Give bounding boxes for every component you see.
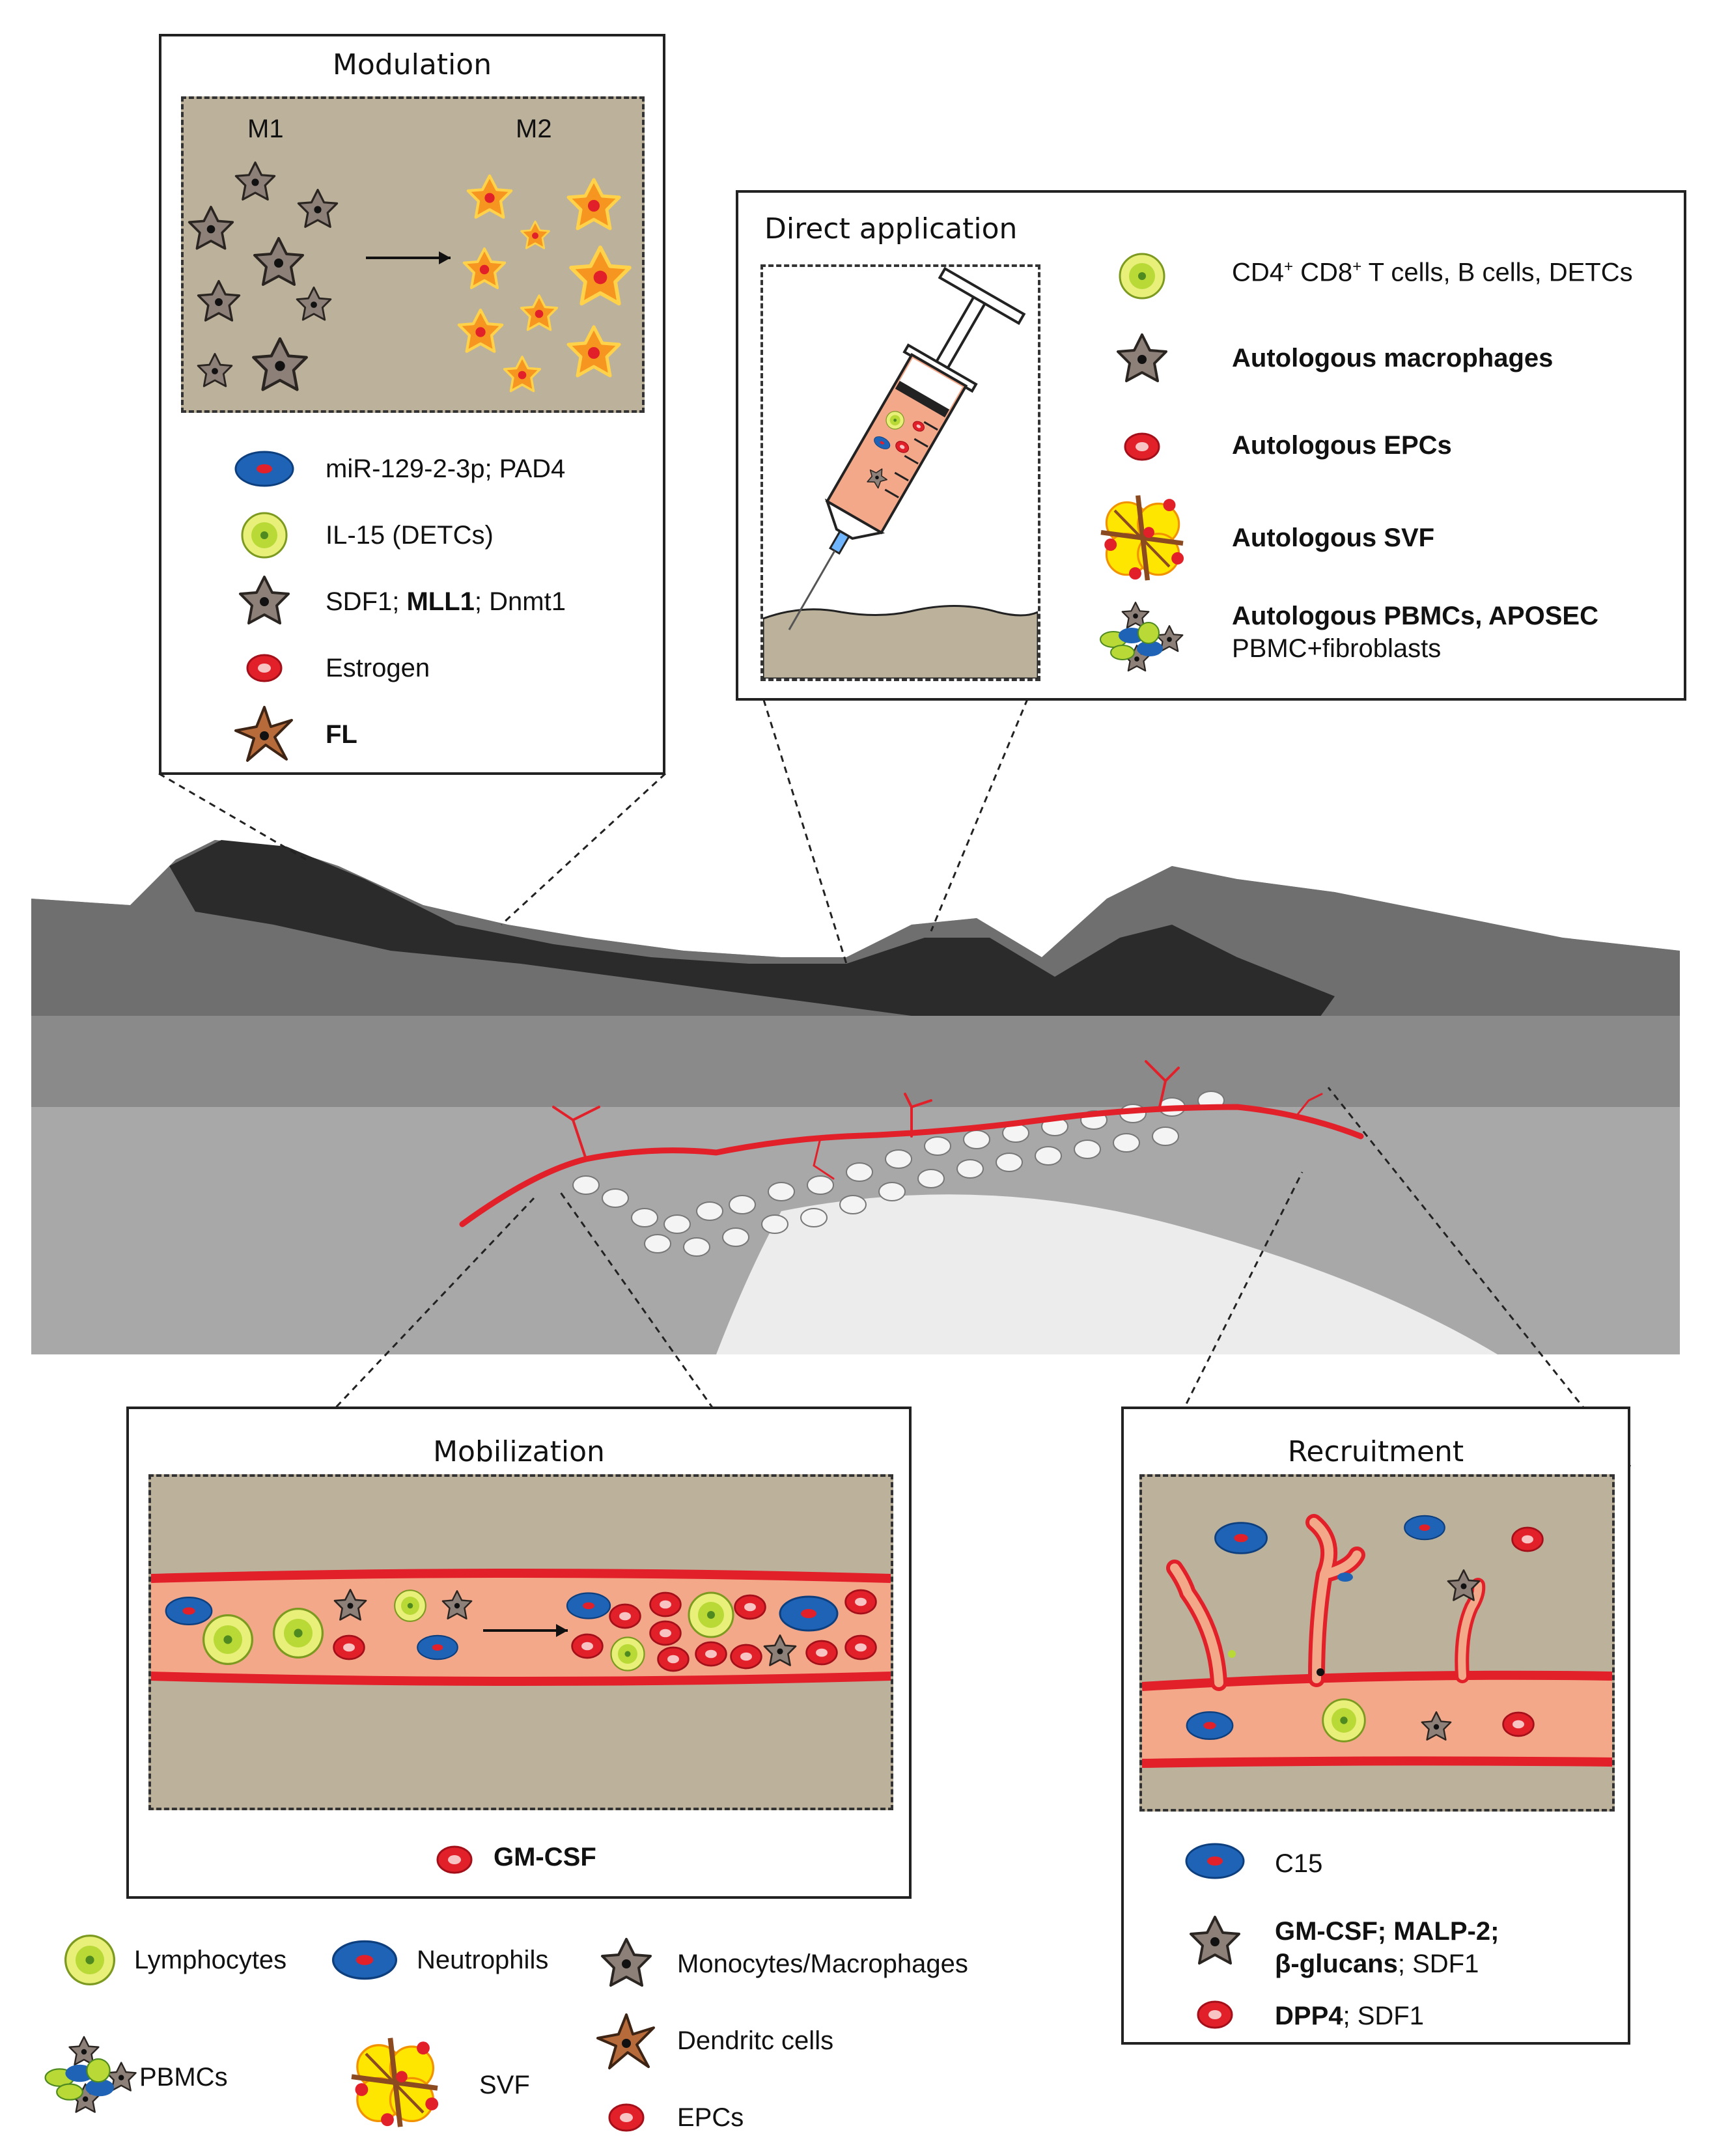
cd4-sup: + — [1284, 258, 1294, 275]
sdf1-text: ; SDF1 — [1397, 1950, 1479, 1978]
modulation-title: Modulation — [332, 48, 492, 81]
direct-item-2: Autologous macrophages — [1232, 344, 1554, 372]
epc-icon — [1197, 2000, 1233, 2029]
direct-item-5: Autologous PBMCs, APOSEC — [1232, 602, 1598, 630]
dendritic-cell-icon — [596, 2013, 655, 2069]
lymphocyte-icon — [241, 512, 288, 559]
modulation-inset: M1 M2 — [181, 96, 645, 413]
modulation-item-3: SDF1; MLL1; Dnmt1 — [326, 587, 566, 616]
legend-pbmcs: PBMCs — [139, 2063, 228, 2092]
legend-dendritic: Dendritc cells — [677, 2026, 834, 2055]
mobilization-title: Mobilization — [433, 1435, 605, 1468]
recruitment-inset — [1139, 1474, 1615, 1812]
mobilization-inset — [148, 1474, 893, 1810]
mobilization-vessel — [151, 1569, 891, 1686]
modulation-item-1: miR-129-2-3p; PAD4 — [326, 455, 566, 483]
epc-icon — [608, 2103, 645, 2132]
mll1-bold: MLL1 — [406, 587, 475, 616]
m2-label: M2 — [516, 115, 552, 143]
modulation-legend-icons — [234, 451, 294, 762]
m1-m2-cells — [188, 161, 642, 393]
dendritic-cell-icon — [234, 706, 293, 762]
beta-glucans-bold: β-glucans — [1275, 1950, 1398, 1978]
recruitment-item-3: DPP4; SDF1 — [1275, 2002, 1424, 2031]
cd4-text: CD4 — [1232, 258, 1285, 287]
modulation-item-2: IL-15 (DETCs) — [326, 521, 494, 550]
direct-application-title: Direct application — [764, 212, 1018, 245]
modulation-item-4: Estrogen — [326, 654, 430, 682]
sdf1-text-2: ; SDF1 — [1343, 2002, 1424, 2030]
lymphocyte-icon — [1119, 253, 1165, 300]
pbmc-icon — [1100, 602, 1182, 671]
macrophage-icon — [601, 1938, 652, 1987]
tissue-blood-vessel — [459, 1060, 1364, 1227]
macrophage-icon — [239, 576, 290, 624]
direct-app-legend-icons — [1070, 253, 1188, 688]
direct-application-panel: Direct application — [736, 190, 1686, 701]
svf-icon — [352, 2038, 438, 2127]
modulation-item-5: FL — [326, 720, 357, 749]
direct-item-1: CD4+ CD8+ T cells, B cells, DETCs — [1232, 258, 1633, 287]
neutrophil-icon — [331, 1940, 398, 1980]
pbmc-icon — [46, 2037, 136, 2112]
mobilization-item: GM-CSF — [494, 1843, 596, 1871]
legend-lymphocytes: Lymphocytes — [134, 1946, 287, 1974]
tcells-text: T cells, B cells, DETCs — [1361, 258, 1633, 287]
zoom-connector-lines — [158, 677, 1632, 1468]
recruitment-vessel — [1142, 1514, 1612, 1768]
epc-icon — [246, 654, 283, 682]
direct-item-4: Autologous SVF — [1232, 524, 1435, 552]
macrophage-icon — [1117, 333, 1167, 382]
modulation-panel: Modulation M1 M2 — [159, 34, 665, 775]
legend-monocytes: Monocytes/Macrophages — [677, 1950, 968, 1978]
mobilization-epc-icon — [436, 1845, 473, 1874]
direct-item-3: Autologous EPCs — [1232, 431, 1452, 460]
recruitment-item-2-line2: β-glucans; SDF1 — [1275, 1950, 1479, 1979]
recruitment-item-2-line1: GM-CSF; MALP-2; — [1275, 1917, 1499, 1946]
direct-item-5-sub: PBMC+fibroblasts — [1232, 634, 1442, 663]
legend-neutrophils: Neutrophils — [417, 1946, 549, 1974]
mobilization-panel: Mobilization — [126, 1407, 912, 1899]
legend-svf: SVF — [479, 2071, 530, 2099]
cd8-sup: + — [1352, 258, 1362, 275]
lymphocyte-icon — [64, 1934, 116, 1986]
syringe-inset — [760, 264, 1040, 681]
cd8-text: CD8 — [1293, 258, 1353, 287]
syringe-illustration — [763, 267, 1038, 679]
neutrophil-icon — [1185, 1843, 1245, 1879]
recruitment-item-1: C15 — [1275, 1849, 1323, 1878]
histology-tissue-band — [31, 840, 1680, 1354]
m1-label: M1 — [247, 115, 284, 143]
neutrophil-icon — [234, 451, 294, 487]
recruitment-title: Recruitment — [1287, 1435, 1464, 1468]
macrophage-icon — [1190, 1916, 1240, 1965]
svf-icon — [1101, 496, 1184, 580]
recruitment-panel: Recruitment C15 GM — [1121, 1407, 1630, 2045]
epc-icon — [1124, 432, 1160, 461]
dpp4-bold: DPP4 — [1275, 2002, 1343, 2030]
recruitment-legend-icons — [1185, 1843, 1245, 2029]
legend-epcs: EPCs — [677, 2103, 744, 2132]
